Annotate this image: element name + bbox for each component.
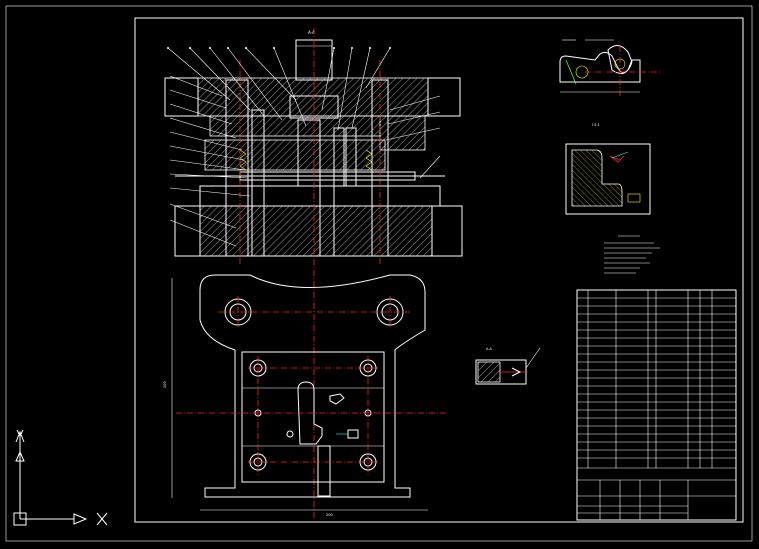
detail-a-a: A-A — [475, 347, 541, 385]
punch-holder — [209, 115, 381, 137]
front-section-view: A-A — [164, 28, 463, 520]
ucs-axis-icon — [13, 429, 108, 526]
upper-die-plate — [197, 77, 429, 117]
parts-list-table — [576, 289, 737, 521]
detail-view-label: A-A — [486, 347, 493, 351]
guide-pillar-left — [225, 79, 249, 257]
stamped-part-outline — [559, 51, 641, 83]
main-punch — [297, 119, 321, 187]
stripper-plate — [204, 139, 386, 171]
punch-profile — [297, 381, 323, 445]
lower-die-plate — [199, 205, 433, 257]
svg-text:I 5:1: I 5:1 — [592, 123, 600, 127]
section-view-label: A-A — [308, 30, 315, 35]
outer-frame — [5, 5, 753, 542]
svg-text:200: 200 — [163, 381, 167, 388]
enlarged-detail: I 5:1 — [565, 123, 651, 215]
part-drawing — [559, 39, 660, 96]
inner-frame — [134, 17, 744, 523]
plan-view: 200 200 — [163, 274, 448, 517]
die-plate-outline — [241, 351, 385, 483]
detail-profile-hatch — [571, 149, 623, 207]
svg-text:200: 200 — [326, 513, 333, 517]
material-strip — [317, 445, 331, 497]
technical-notes — [604, 235, 660, 274]
lower-die-set-outline — [199, 274, 426, 498]
